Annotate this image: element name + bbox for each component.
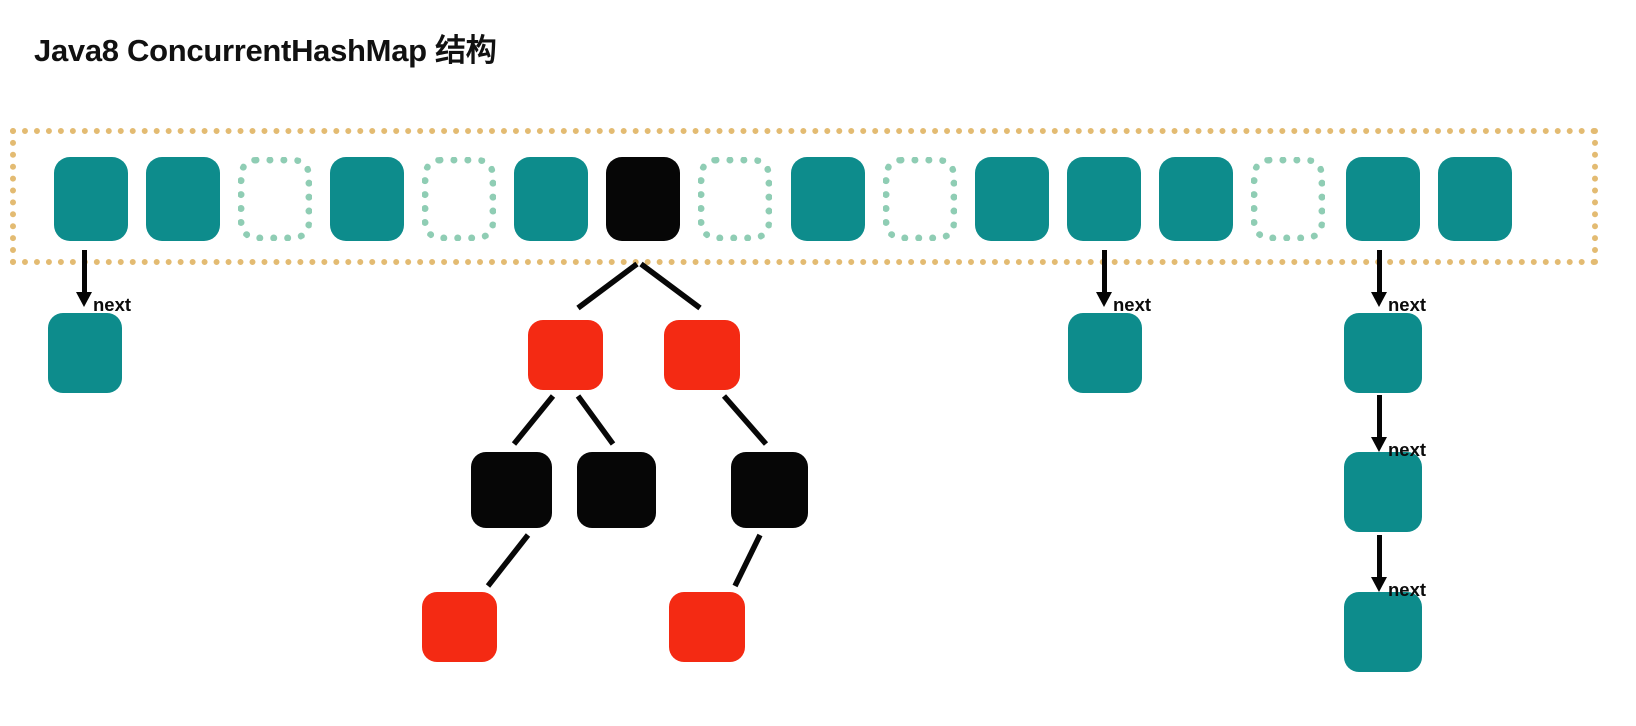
hash-table-array [10, 128, 1598, 265]
array-bucket-10[interactable] [975, 157, 1049, 241]
next-label: next [93, 294, 132, 315]
tree-red-leaf-l[interactable] [422, 592, 497, 662]
edge-root-right [639, 261, 702, 311]
array-bucket-2-empty[interactable] [238, 157, 312, 241]
edge-redl-blackl1 [511, 394, 556, 446]
edge-redr-blackr1 [721, 394, 769, 446]
edge-blackl1-redl [485, 533, 531, 588]
array-bucket-8[interactable] [791, 157, 865, 241]
array-bucket-4-empty[interactable] [422, 157, 496, 241]
array-bucket-5[interactable] [514, 157, 588, 241]
tree-black-r1[interactable] [731, 452, 808, 528]
tree-red-left[interactable] [528, 320, 603, 390]
arrow-shaft [1377, 250, 1382, 292]
array-bucket-12[interactable] [1159, 157, 1233, 241]
arrow-shaft [1377, 395, 1382, 437]
array-bucket-15[interactable] [1438, 157, 1512, 241]
arrow-head-icon [1096, 292, 1112, 307]
tree-red-leaf-r[interactable] [669, 592, 745, 662]
edge-blackr1-redr [732, 533, 763, 588]
arrow-shaft [82, 250, 87, 292]
list-node-e[interactable] [1344, 592, 1422, 672]
next-label: next [1388, 294, 1427, 315]
list-node-a[interactable] [48, 313, 122, 393]
array-bucket-0[interactable] [54, 157, 128, 241]
next-label: next [1113, 294, 1152, 315]
next-label: next [1388, 579, 1427, 600]
arrow-shaft [1377, 535, 1382, 577]
arrow-head-icon [1371, 437, 1387, 452]
list-node-d[interactable] [1344, 452, 1422, 532]
array-bucket-3[interactable] [330, 157, 404, 241]
arrow-head-icon [76, 292, 92, 307]
arrow-head-icon [1371, 292, 1387, 307]
array-bucket-1[interactable] [146, 157, 220, 241]
edge-redl-blackl2 [575, 394, 616, 446]
list-node-c[interactable] [1344, 313, 1422, 393]
tree-black-l2[interactable] [577, 452, 656, 528]
array-bucket-9-empty[interactable] [883, 157, 957, 241]
array-bucket-11[interactable] [1067, 157, 1141, 241]
array-bucket-13-empty[interactable] [1251, 157, 1325, 241]
list-node-b[interactable] [1068, 313, 1142, 393]
array-bucket-6[interactable] [606, 157, 680, 241]
tree-black-l1[interactable] [471, 452, 552, 528]
tree-red-right[interactable] [664, 320, 740, 390]
page-title: Java8 ConcurrentHashMap 结构 [34, 33, 497, 68]
array-bucket-7-empty[interactable] [698, 157, 772, 241]
arrow-head-icon [1371, 577, 1387, 592]
arrow-shaft [1102, 250, 1107, 292]
next-label: next [1388, 439, 1427, 460]
edge-root-left [576, 261, 639, 311]
array-bucket-14[interactable] [1346, 157, 1420, 241]
